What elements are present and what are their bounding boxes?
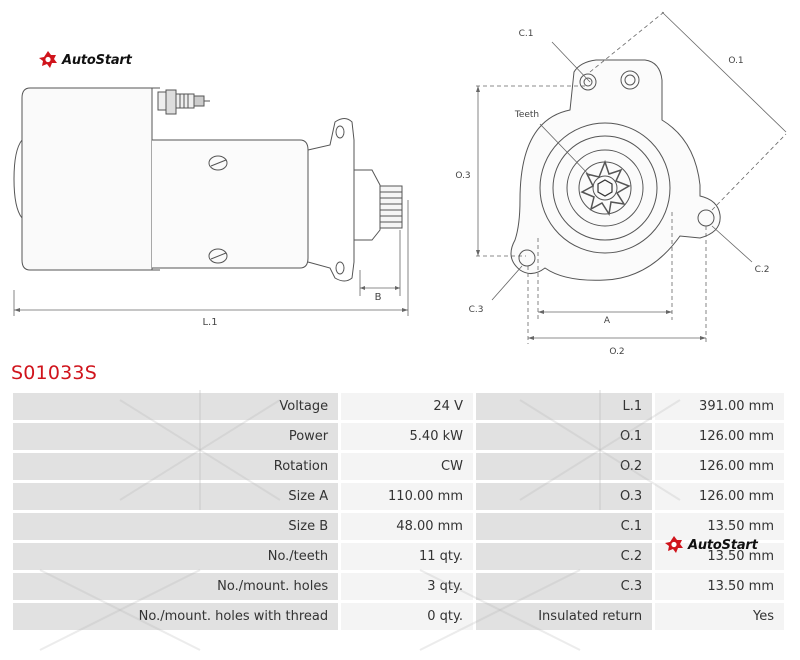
brand-logo-secondary: AutoStart xyxy=(664,535,758,555)
spec-label: Voltage xyxy=(13,393,339,420)
spec-value: 0 qty. xyxy=(341,603,473,630)
spec-value: 5.40 kW xyxy=(341,423,473,450)
brand-logo: AutoStart xyxy=(38,50,132,70)
dimension-label: C.1 xyxy=(475,513,653,540)
c2-dimension-label: C.2 xyxy=(755,265,770,275)
dimension-label: C.3 xyxy=(475,573,653,600)
o3-dimension-label: O.3 xyxy=(455,171,470,181)
dimension-value: 126.00 mm xyxy=(655,423,784,450)
table-row: Voltage 24 V L.1 391.00 mm xyxy=(13,393,784,420)
dimension-value: 13.50 mm xyxy=(655,513,784,540)
spec-label: Size B xyxy=(13,513,339,540)
spec-label: Rotation xyxy=(13,453,339,480)
autostart-logo-icon xyxy=(665,536,683,553)
spec-value: 11 qty. xyxy=(341,543,473,570)
spec-value: CW xyxy=(341,453,473,480)
dimension-label: O.2 xyxy=(475,453,653,480)
table-row: No./mount. holes 3 qty. C.3 13.50 mm xyxy=(13,573,784,600)
specs-table: Voltage 24 V L.1 391.00 mm Power 5.40 kW… xyxy=(10,390,787,633)
table-row: Rotation CW O.2 126.00 mm xyxy=(13,453,784,480)
autostart-logo-icon xyxy=(39,51,57,68)
dimension-value: 126.00 mm xyxy=(655,453,784,480)
spec-label: Size A xyxy=(13,483,339,510)
dimension-value: 126.00 mm xyxy=(655,483,784,510)
o1-dimension-label: O.1 xyxy=(728,56,743,66)
table-row: No./teeth 11 qty. C.2 13.50 mm xyxy=(13,543,784,570)
spec-value: 110.00 mm xyxy=(341,483,473,510)
dimension-value: Yes xyxy=(655,603,784,630)
c3-dimension-label: C.3 xyxy=(469,305,484,315)
table-row: Size B 48.00 mm C.1 13.50 mm xyxy=(13,513,784,540)
table-row: Size A 110.00 mm O.3 126.00 mm xyxy=(13,483,784,510)
product-code: S01033S xyxy=(11,362,97,384)
table-row: No./mount. holes with thread 0 qty. Insu… xyxy=(13,603,784,630)
spec-value: 48.00 mm xyxy=(341,513,473,540)
spec-label: Power xyxy=(13,423,339,450)
table-row: Power 5.40 kW O.1 126.00 mm xyxy=(13,423,784,450)
length-dimension-label: L.1 xyxy=(202,317,217,328)
technical-drawing: L.1 B xyxy=(13,11,787,357)
spec-value: 3 qty. xyxy=(341,573,473,600)
dimension-label: L.1 xyxy=(475,393,653,420)
spec-label: No./mount. holes xyxy=(13,573,339,600)
dimension-value: 13.50 mm xyxy=(655,573,784,600)
spec-value: 24 V xyxy=(341,393,473,420)
teeth-label: Teeth xyxy=(514,110,539,120)
dimension-label: O.3 xyxy=(475,483,653,510)
a-dimension-label: A xyxy=(604,316,611,326)
c1-dimension-label: C.1 xyxy=(519,29,534,39)
dimension-label: Insulated return xyxy=(475,603,653,630)
brand-name-secondary: AutoStart xyxy=(688,537,758,553)
spec-label: No./mount. holes with thread xyxy=(13,603,339,630)
dimension-label: C.2 xyxy=(475,543,653,570)
dimension-value: 391.00 mm xyxy=(655,393,784,420)
brand-name: AutoStart xyxy=(62,52,132,68)
o2-dimension-label: O.2 xyxy=(609,347,624,357)
dimension-label: O.1 xyxy=(475,423,653,450)
spec-label: No./teeth xyxy=(13,543,339,570)
size-b-dimension-label: B xyxy=(375,292,382,303)
